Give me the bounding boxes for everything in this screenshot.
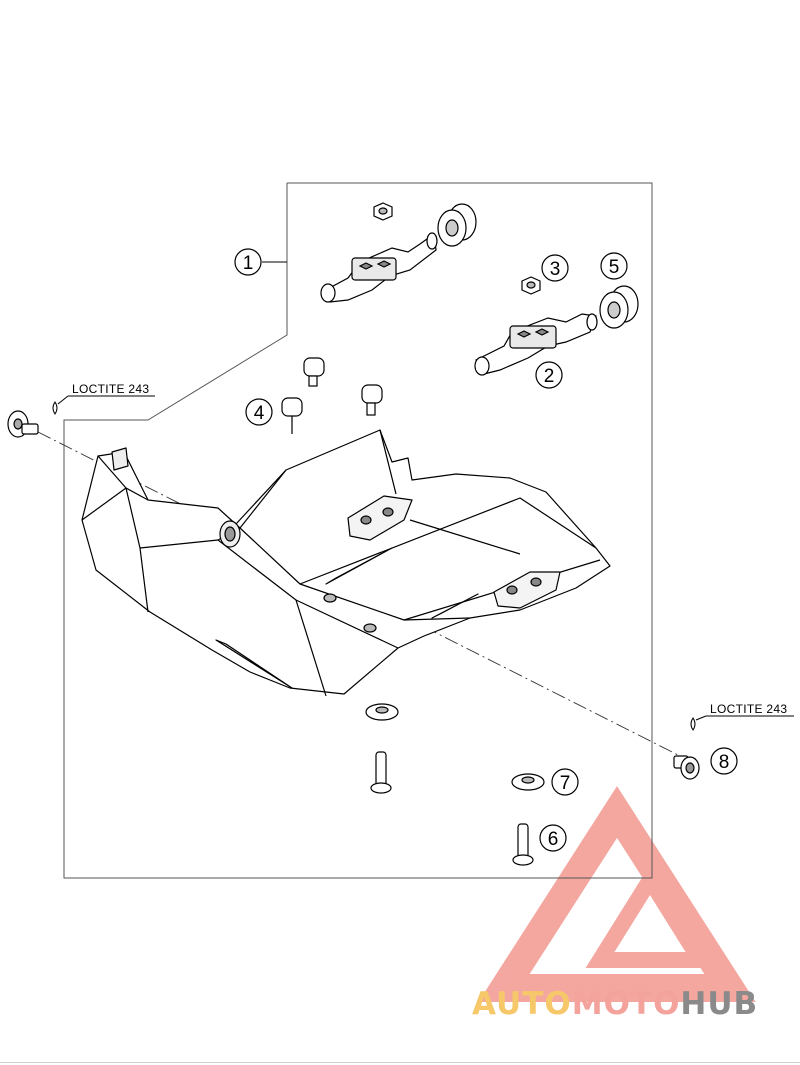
callout-2: 2 xyxy=(535,361,563,389)
callout-1: 1 xyxy=(234,248,262,276)
callout-4: 4 xyxy=(245,398,273,426)
rubber-buffer-2 xyxy=(281,397,303,434)
rubber-washer-2 xyxy=(511,773,545,791)
watermark-moto: MOTO xyxy=(571,986,681,1022)
loctite-note-right: LOCTITE 243 xyxy=(710,702,787,716)
mounting-bracket-lower xyxy=(474,313,598,376)
svg-text:7: 7 xyxy=(560,773,571,794)
watermark-logo xyxy=(478,786,756,1002)
countersunk-screw-1 xyxy=(370,751,392,794)
rubber-washer-1 xyxy=(365,703,399,721)
rubber-buffer-3 xyxy=(361,384,383,416)
svg-text:4: 4 xyxy=(254,403,265,424)
skid-plate xyxy=(81,429,611,697)
svg-text:6: 6 xyxy=(548,829,559,850)
callout-8: 8 xyxy=(710,747,738,775)
watermark-wordmark: AUTOMOTOHUB xyxy=(472,986,758,1022)
callout-7: 7 xyxy=(551,768,579,796)
callout-5: 5 xyxy=(600,252,628,280)
spacer-upper xyxy=(437,203,477,247)
loctite-drop-left xyxy=(52,395,155,415)
svg-text:1: 1 xyxy=(243,253,254,274)
callout-6: 6 xyxy=(539,824,567,852)
countersunk-screw-2 xyxy=(512,823,534,866)
spacer-lower xyxy=(599,285,639,329)
watermark-hub: HUB xyxy=(680,986,759,1022)
nut-upper xyxy=(373,202,393,221)
assembly-frame xyxy=(63,182,653,879)
watermark-auto: AUTO xyxy=(472,986,572,1022)
callout-3: 3 xyxy=(541,254,569,282)
flange-bolt-left xyxy=(7,410,39,438)
svg-text:3: 3 xyxy=(550,259,561,280)
mounting-bracket-upper xyxy=(320,232,438,303)
svg-text:8: 8 xyxy=(719,752,730,773)
svg-text:2: 2 xyxy=(544,366,555,387)
flange-bolt-right xyxy=(673,755,700,780)
svg-text:5: 5 xyxy=(609,257,620,278)
loctite-drop-right xyxy=(690,715,794,731)
bottom-divider xyxy=(0,1062,800,1063)
nut-lower xyxy=(521,276,541,295)
loctite-note-left: LOCTITE 243 xyxy=(72,382,149,396)
rubber-buffer-1 xyxy=(303,357,325,387)
